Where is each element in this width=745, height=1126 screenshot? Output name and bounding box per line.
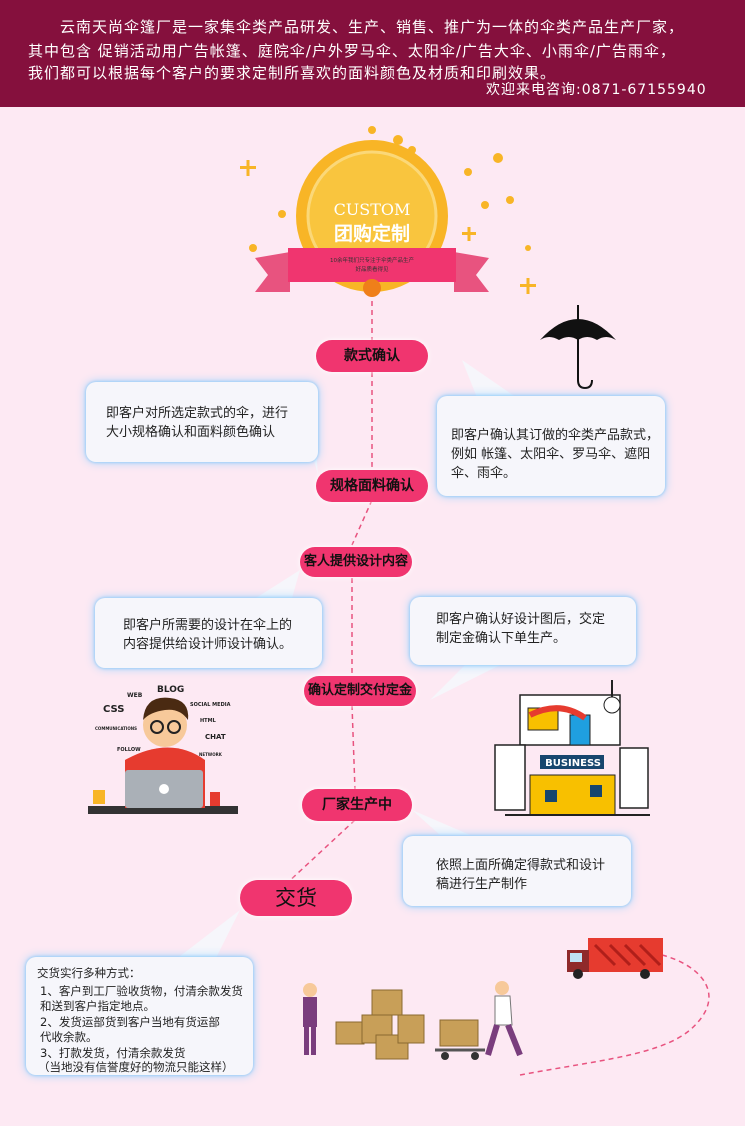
truck-dashed-line — [519, 954, 710, 1076]
bubble-text: （当地没有信誉度好的物流只能这样） — [38, 1060, 234, 1074]
bubble-text: 内容提供给设计师设计确认。 — [123, 637, 293, 652]
badge-custom-text: CUSTOM — [334, 200, 411, 219]
bubble-text: 即客户确认其订做的伞类产品款式， — [451, 428, 660, 443]
bubble-text: 交货实行多种方式： — [37, 966, 141, 980]
header-banner: 云南天尚伞篷厂是一家集伞类产品研发、生产、销售、推广为一体的伞类产品生产厂家， … — [0, 0, 745, 107]
step-customer-design: 客人提供设计内容 — [300, 547, 412, 577]
delivery-illustration — [303, 981, 523, 1060]
bubble-design-content: 即客户所需要的设计在伞上的 内容提供给设计师设计确认。 — [95, 598, 322, 668]
bubble-text: 1、客户到工厂验收货物，付清余款发货 — [40, 984, 243, 998]
word-social-media: SOCIAL MEDIA — [190, 702, 231, 708]
bubble-text: 例如 帐篷、太阳伞、罗马伞、遮阳 — [451, 447, 651, 462]
bubble-tail-6 — [175, 910, 240, 960]
step-production: 厂家生产中 — [302, 789, 412, 821]
bubble-text: 即客户所需要的设计在伞上的 — [123, 618, 293, 633]
bubble-tail-2 — [462, 360, 520, 400]
header-phone: 欢迎来电咨询:0871-67155940 — [486, 82, 707, 98]
bubble-text: 即客户确认好设计图后，交定 — [436, 612, 606, 627]
flow-dashed-line — [284, 292, 373, 886]
bubble-text: 伞、雨伞。 — [451, 466, 517, 481]
step-deposit-confirm: 确认定制交付定金 — [304, 676, 416, 706]
step-style-confirm: 款式确认 — [316, 340, 428, 372]
bubble-text: 和送到客户指定地点。 — [40, 999, 155, 1013]
word-css: CSS — [103, 704, 124, 715]
bubble-tail-3 — [245, 570, 300, 605]
bubble-delivery-methods: 交货实行多种方式： 1、客户到工厂验收货物，付清余款发货 和送到客户指定地点。 … — [26, 957, 253, 1075]
factory-business-label: BUSINESS — [545, 758, 601, 769]
header-line-2: 其中包含 促销活动用广告帐篷、庭院伞/户外罗马伞、太阳伞/广告大伞、小雨伞/广告… — [28, 42, 676, 60]
factory-illustration — [494, 680, 650, 816]
bubble-text: 2、发货运部货到客户当地有货运部 — [40, 1015, 220, 1029]
bubble-tail-4 — [430, 660, 510, 700]
badge-ribbon-line-2: 好品质看得见 — [355, 265, 389, 273]
word-web: WEB — [127, 692, 143, 699]
badge-ribbon-line-1: 10余年我们只专注于伞类产品生产 — [330, 256, 414, 264]
designer-illustration — [88, 697, 238, 814]
bubble-text: 即客户对所选定款式的伞，进行 — [106, 406, 289, 421]
step-spec-fabric-confirm: 规格面料确认 — [316, 470, 428, 502]
bubble-product-confirm: 即客户确认其订做的伞类产品款式， 例如 帐篷、太阳伞、罗马伞、遮阳 伞、雨伞。 — [437, 396, 665, 496]
truck-icon — [567, 938, 663, 979]
bubble-style-confirm: 即客户对所选定款式的伞，进行 大小规格确认和面料颜色确认 — [86, 382, 318, 462]
bubble-text: 3、打款发货，付清余款发货 — [40, 1046, 186, 1060]
bubble-tail-5 — [412, 810, 470, 835]
bubble-text: 依照上面所确定得款式和设计 — [436, 858, 606, 873]
bubble-production: 依照上面所确定得款式和设计 稿进行生产制作 — [403, 836, 631, 906]
bubble-deposit: 即客户确认好设计图后，交定 制定金确认下单生产。 — [410, 597, 636, 665]
bubble-text: 代收余款。 — [40, 1030, 98, 1044]
sparkle-icon — [240, 126, 536, 294]
word-follow: FOLLOW — [117, 747, 141, 753]
header-line-1: 云南天尚伞篷厂是一家集伞类产品研发、生产、销售、推广为一体的伞类产品生产厂家， — [60, 18, 685, 36]
word-blog: BLOG — [157, 685, 184, 695]
custom-badge-icon — [255, 140, 489, 297]
badge-title: 团购定制 — [334, 222, 410, 245]
bubble-text: 稿进行生产制作 — [436, 877, 528, 892]
umbrella-icon — [540, 305, 616, 390]
step-delivery: 交货 — [240, 880, 352, 916]
word-network: NETWORK — [199, 752, 223, 757]
bubble-text: 制定金确认下单生产。 — [436, 631, 567, 646]
header-line-3: 我们都可以根据每个客户的要求定制所喜欢的面料颜色及材质和印刷效果。 — [28, 64, 557, 82]
word-communications: COMMUNICATIONS — [95, 726, 137, 731]
word-chat: CHAT — [205, 733, 226, 741]
word-html: HTML — [200, 718, 217, 724]
bubble-text: 大小规格确认和面料颜色确认 — [106, 425, 276, 440]
